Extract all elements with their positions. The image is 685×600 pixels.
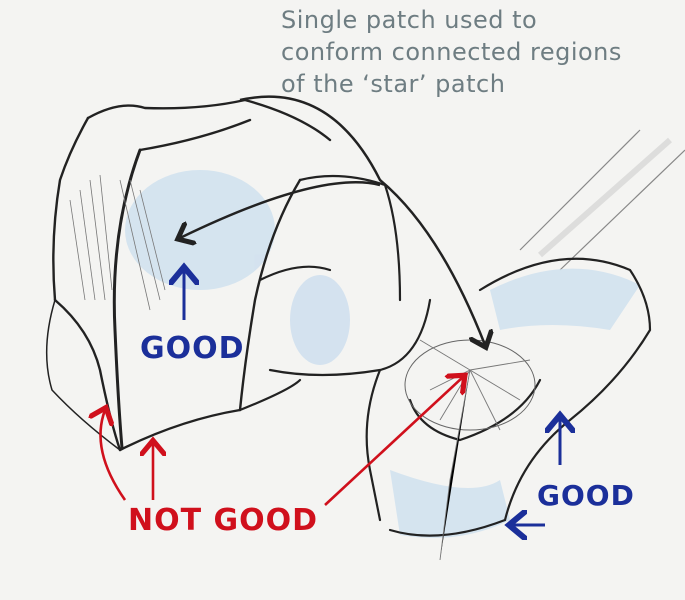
caption-line-1: Single patch used to — [281, 6, 538, 34]
left-patch — [45, 98, 332, 452]
caption: Single patch used to conform connected r… — [281, 4, 622, 100]
middle-patch — [238, 174, 432, 522]
not-good-arrow-3 — [324, 377, 463, 506]
conform-arrow-left — [180, 181, 381, 238]
not-good-arrow-1 — [101, 410, 127, 501]
pipe-background — [519, 129, 685, 271]
blue-wash — [125, 170, 640, 538]
caption-line-3: of the ‘star’ patch — [281, 70, 506, 98]
conform-arrow-right — [239, 95, 485, 345]
label-not-good: NOT GOOD — [128, 503, 318, 538]
caption-line-2: conform connected regions — [281, 38, 622, 66]
hatching — [69, 174, 166, 311]
label-good-right: GOOD — [537, 479, 635, 512]
label-good-left: GOOD — [140, 331, 245, 366]
